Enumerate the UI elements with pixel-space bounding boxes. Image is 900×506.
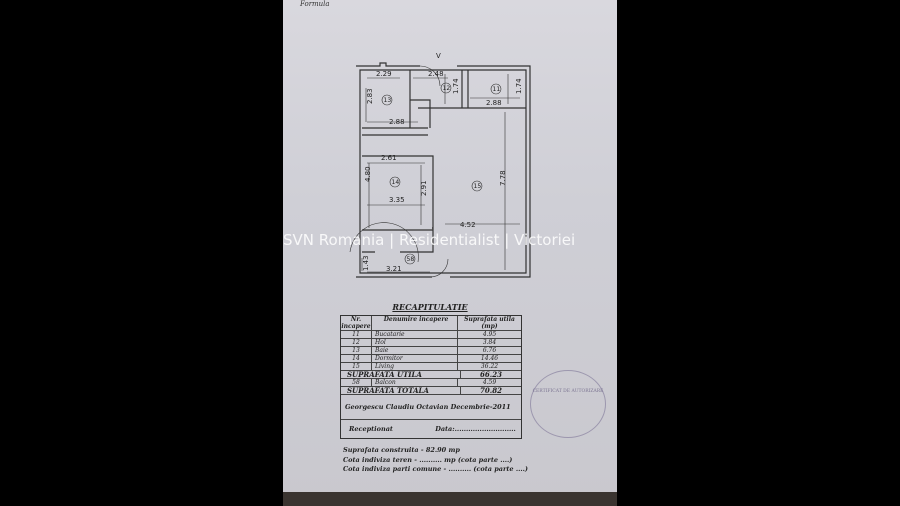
door-swings (349, 65, 449, 278)
background-edge (283, 492, 617, 506)
dimension-lines (361, 74, 520, 273)
dim-label: 1.74 (515, 78, 523, 94)
dim-label: 4.52 (460, 221, 476, 229)
notes: Suprafata construita - 82.90 mp Cota ind… (343, 446, 528, 475)
table-header: Nr. incapere Denumire incapere Suprafata… (341, 316, 521, 331)
dim-label: 2.88 (486, 99, 502, 107)
dim-label: 2.91 (420, 180, 428, 196)
dim-label: 2.83 (366, 88, 374, 104)
north-symbol: V (436, 52, 441, 60)
reception-line: Receptionat Data:.......................… (349, 425, 516, 433)
dim-label: 1.43 (362, 255, 370, 271)
partition-walls (362, 70, 526, 136)
dim-label: 2.29 (376, 70, 392, 78)
dim-label: 3.21 (386, 265, 402, 273)
recap-title: RECAPITULATIE (392, 302, 468, 312)
certification-stamp: CERTIFICAT DE AUTORIZARE (530, 370, 606, 438)
dim-label: 2.48 (428, 70, 444, 78)
room-number: 58 (407, 256, 415, 263)
dim-label: 7.78 (499, 170, 507, 186)
inner-wall (359, 69, 527, 274)
room-number: 11 (493, 86, 501, 93)
room-number: 13 (384, 97, 392, 104)
dim-label: 3.35 (389, 196, 405, 204)
room-number: 15 (474, 183, 482, 190)
note-line: Cota indiviza teren - .......... mp (cot… (343, 455, 513, 464)
watermark: SVN Romania | Residentialist | Victoriei (283, 231, 576, 249)
dim-label: 1.74 (452, 78, 460, 94)
note-line: Cota indiviza parti comune - .......... … (343, 465, 528, 473)
outer-wall (356, 62, 531, 278)
room-number: 12 (443, 85, 451, 92)
room-number: 14 (392, 179, 400, 186)
dim-label: 4.80 (364, 166, 372, 182)
header-fragment: Formula (300, 0, 330, 8)
dim-label: 2.88 (389, 118, 405, 126)
author-line: Georgescu Claudiu Octavian Decembrie-201… (341, 395, 521, 420)
note-line: Suprafata construita - 82.90 mp (343, 446, 460, 454)
recap-table: Nr. incapere Denumire incapere Suprafata… (340, 315, 522, 439)
dim-label: 2.61 (381, 154, 397, 162)
bedroom-walls (362, 155, 434, 253)
